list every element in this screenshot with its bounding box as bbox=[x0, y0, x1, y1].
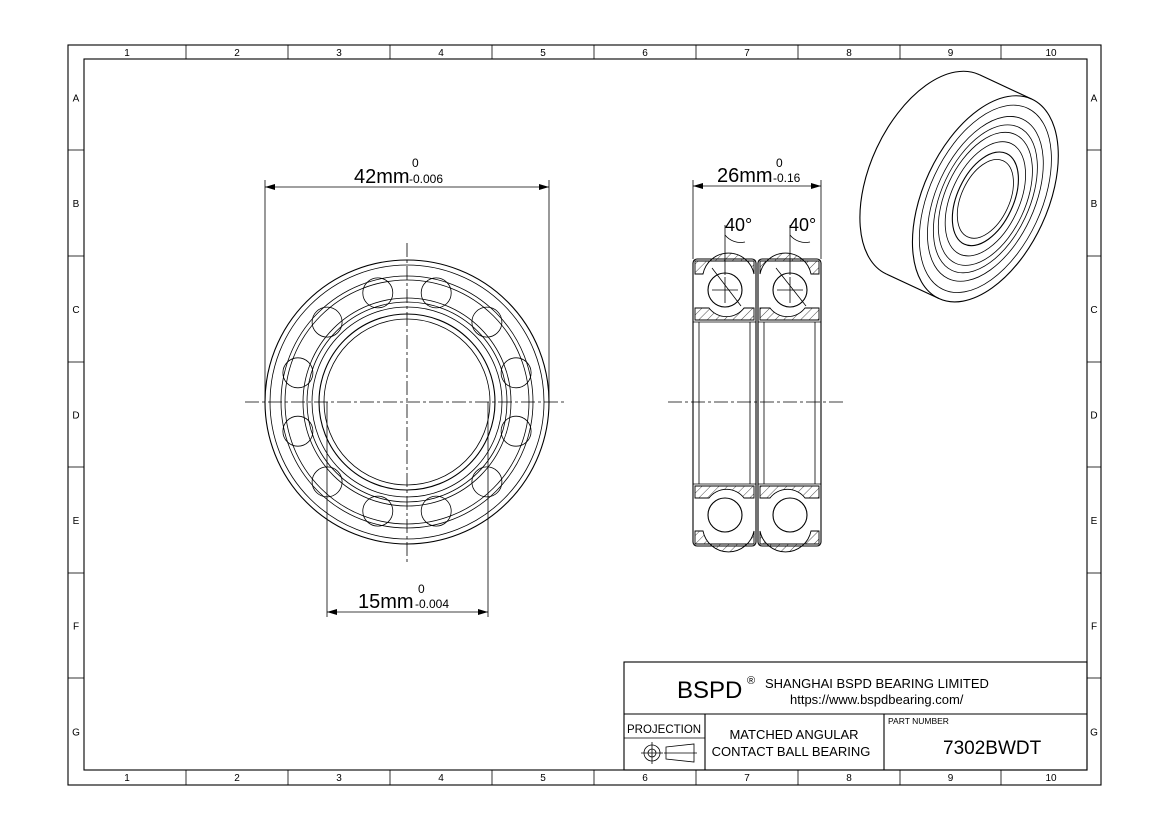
contact-angle-left: 40° bbox=[725, 215, 752, 235]
col-label-bottom: 7 bbox=[744, 773, 750, 784]
col-label-bottom: 8 bbox=[846, 773, 852, 784]
col-label-top: 5 bbox=[540, 48, 546, 59]
row-label-right: D bbox=[1090, 411, 1097, 422]
col-label-top: 6 bbox=[642, 48, 648, 59]
drawing-frame: 1 1 2 2 3 3 4 4 5 5 6 6 7 7 8 8 9 9 10 10 A A B B C C D D E E F F G G bbox=[67, 44, 1102, 786]
company-website: https://www.bspdbearing.com/ bbox=[790, 692, 964, 707]
col-label-bottom: 4 bbox=[438, 773, 444, 784]
col-label-bottom: 2 bbox=[234, 773, 240, 784]
contact-angle-right: 40° bbox=[789, 215, 816, 235]
title-block: BSPD ® SHANGHAI BSPD BEARING LIMITED htt… bbox=[623, 661, 1088, 771]
bore-dimension: 15mm 0 -0.004 bbox=[326, 402, 489, 617]
isometric-view bbox=[859, 70, 1059, 303]
row-label-left: G bbox=[72, 728, 80, 739]
description-line-2: CONTACT BALL BEARING bbox=[712, 744, 871, 759]
frame-grid-ticks bbox=[68, 45, 1101, 785]
bore-value: 15mm bbox=[358, 591, 414, 613]
right-bearing-outline bbox=[757, 258, 822, 547]
width-dimension: 26mm 0 -0.16 bbox=[692, 156, 822, 259]
brand-logo: BSPD bbox=[677, 677, 742, 704]
col-label-top: 7 bbox=[744, 48, 750, 59]
frame-column-labels: 1 1 2 2 3 3 4 4 5 5 6 6 7 7 8 8 9 9 10 10 bbox=[124, 48, 1057, 784]
od-lower-tol: -0.006 bbox=[409, 172, 443, 186]
front-view bbox=[245, 243, 567, 565]
part-number: 7302BWDT bbox=[943, 738, 1042, 759]
col-label-bottom: 5 bbox=[540, 773, 546, 784]
ball bbox=[282, 357, 314, 389]
col-label-bottom: 9 bbox=[948, 773, 954, 784]
company-name: SHANGHAI BSPD BEARING LIMITED bbox=[765, 676, 989, 691]
ball bbox=[500, 357, 532, 389]
row-label-left: A bbox=[73, 94, 80, 105]
part-number-label: PART NUMBER bbox=[888, 716, 949, 726]
width-upper-tol: 0 bbox=[776, 156, 783, 170]
col-label-top: 4 bbox=[438, 48, 444, 59]
projection-label: PROJECTION bbox=[627, 724, 701, 736]
col-label-top: 10 bbox=[1045, 48, 1057, 59]
width-value: 26mm bbox=[717, 165, 773, 187]
row-label-left: F bbox=[73, 622, 79, 633]
row-label-left: B bbox=[73, 199, 80, 210]
left-bearing-outline bbox=[692, 258, 757, 547]
row-label-right: G bbox=[1090, 728, 1098, 739]
registered-mark: ® bbox=[747, 675, 755, 687]
row-label-right: B bbox=[1091, 199, 1098, 210]
col-label-top: 2 bbox=[234, 48, 240, 59]
od-value: 42mm bbox=[354, 166, 410, 188]
col-label-bottom: 6 bbox=[642, 773, 648, 784]
ball bbox=[362, 495, 394, 527]
ball bbox=[311, 306, 343, 338]
row-label-left: C bbox=[72, 305, 79, 316]
bore-upper-tol: 0 bbox=[418, 582, 425, 596]
col-label-bottom: 10 bbox=[1045, 773, 1057, 784]
col-label-top: 9 bbox=[948, 48, 954, 59]
ball bbox=[420, 277, 452, 309]
frame-row-labels: A A B B C C D D E E F F G G bbox=[72, 94, 1098, 739]
col-label-top: 3 bbox=[336, 48, 342, 59]
od-upper-tol: 0 bbox=[412, 156, 419, 170]
row-label-right: A bbox=[1091, 94, 1098, 105]
row-label-right: E bbox=[1091, 516, 1098, 527]
ball bbox=[500, 415, 532, 447]
inner-ring-bore bbox=[318, 313, 496, 491]
ball bbox=[471, 466, 503, 498]
col-label-bottom: 1 bbox=[124, 773, 130, 784]
first-angle-projection-icon bbox=[641, 742, 697, 764]
front-ball-set bbox=[282, 277, 532, 527]
left-bottom-ball bbox=[707, 497, 743, 533]
ball bbox=[420, 495, 452, 527]
col-label-top: 8 bbox=[846, 48, 852, 59]
col-label-top: 1 bbox=[124, 48, 130, 59]
ball bbox=[471, 306, 503, 338]
width-lower-tol: -0.16 bbox=[773, 171, 801, 185]
outer-diameter-dimension: 42mm 0 -0.006 bbox=[264, 156, 550, 402]
row-label-left: D bbox=[72, 411, 79, 422]
side-section-view: 40° 40° bbox=[668, 215, 843, 553]
bore-lower-tol: -0.004 bbox=[415, 597, 449, 611]
col-label-bottom: 3 bbox=[336, 773, 342, 784]
ball bbox=[282, 415, 314, 447]
row-label-right: F bbox=[1091, 622, 1097, 633]
row-label-right: C bbox=[1090, 305, 1097, 316]
ball bbox=[362, 277, 394, 309]
row-label-left: E bbox=[73, 516, 80, 527]
right-bottom-ball bbox=[772, 497, 808, 533]
description-line-1: MATCHED ANGULAR bbox=[729, 727, 858, 742]
